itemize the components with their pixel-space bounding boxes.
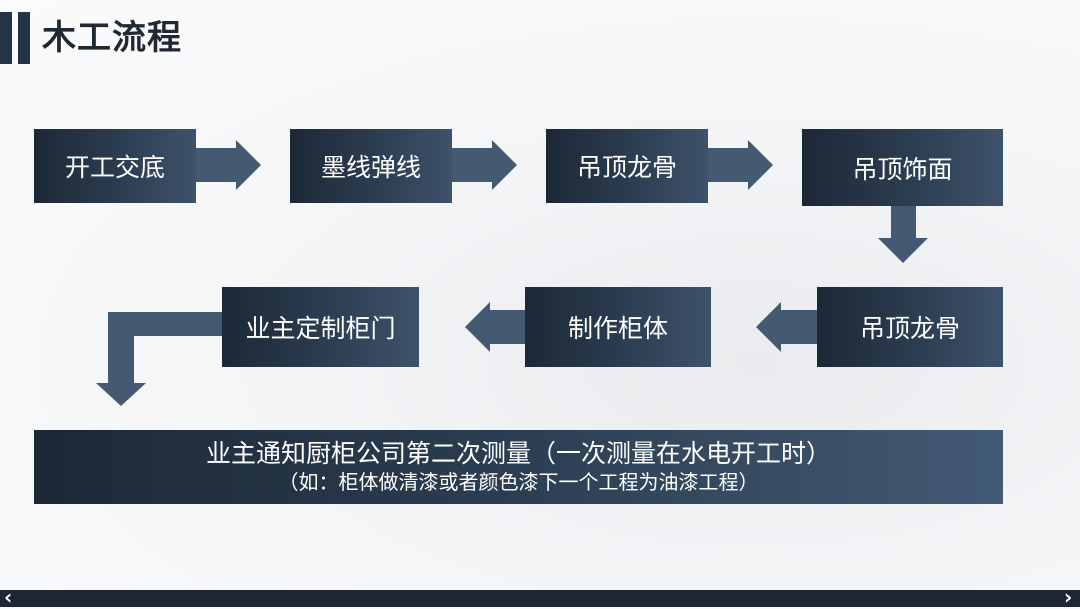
step-cabinet-doors: 业主定制柜门 <box>222 287 419 367</box>
step-start-briefing: 开工交底 <box>34 129 196 203</box>
arrow-left-2 <box>465 302 525 352</box>
bottom-bar <box>0 590 1080 607</box>
page-title: 木工流程 <box>42 18 182 58</box>
arrow-left-1 <box>756 302 817 352</box>
arrow-right-3 <box>708 140 773 190</box>
banner-line-2: （如：柜体做清漆或者颜色漆下一个工程为油漆工程） <box>278 470 759 494</box>
step-ceiling-keel: 吊顶龙骨 <box>546 129 708 203</box>
arrow-right-2 <box>452 140 517 190</box>
step-cabinet-body: 制作柜体 <box>525 287 711 367</box>
step-ceiling-finish: 吊顶饰面 <box>802 129 1003 206</box>
arrow-right-1 <box>196 140 261 190</box>
next-icon[interactable]: › <box>1064 585 1073 609</box>
arrow-down-1 <box>878 206 928 263</box>
prev-icon[interactable]: ‹ <box>4 585 13 609</box>
title-accent-bar <box>0 12 12 64</box>
measurement-banner: 业主通知厨柜公司第二次测量（一次测量在水电开工时） （如：柜体做清漆或者颜色漆下… <box>34 430 1003 504</box>
banner-line-1: 业主通知厨柜公司第二次测量（一次测量在水电开工时） <box>205 439 831 468</box>
step-ink-line: 墨线弹线 <box>290 129 452 203</box>
step-ceiling-keel-2: 吊顶龙骨 <box>817 287 1003 367</box>
title-accent-bar-2 <box>18 12 30 64</box>
arrow-elbow <box>96 312 222 406</box>
